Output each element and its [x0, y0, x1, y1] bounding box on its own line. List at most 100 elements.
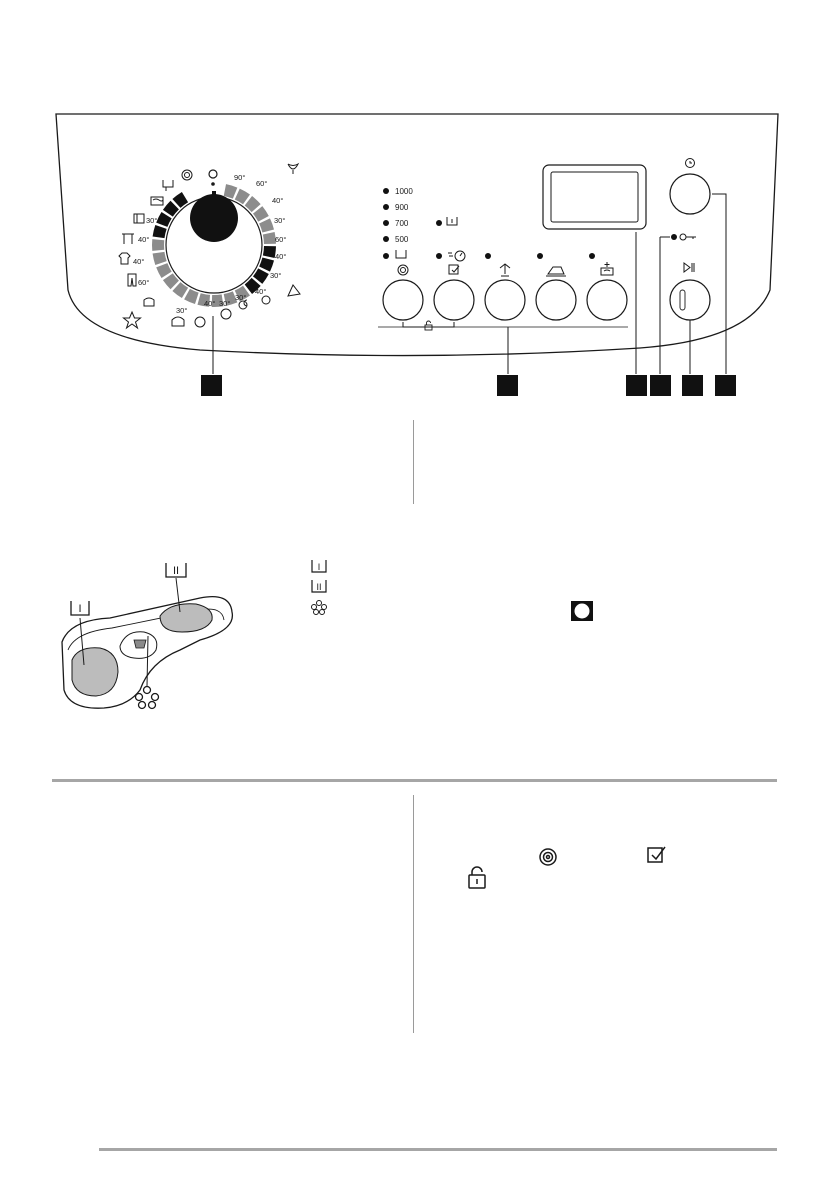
main-wash-legend-symbol: II: [311, 580, 327, 593]
column-divider: [413, 420, 414, 504]
dispenser-drawer-edge: [67, 608, 225, 651]
svg-text:40°: 40°: [204, 299, 215, 308]
softener-siphon: [133, 639, 147, 649]
drain-icon: [162, 180, 174, 191]
dial-ring-segment: [244, 277, 261, 294]
svg-text:40°: 40°: [275, 252, 286, 261]
dial-ring-segment: [252, 206, 269, 222]
softener-legend-symbol: [311, 600, 327, 615]
dial-temperature-labels: 90° 60° 40° 30° 60° 40° 30° 40° 30° 30° …: [133, 173, 286, 315]
dial-ring-segment: [156, 212, 172, 227]
rinse-hold-icon: [395, 250, 407, 259]
stain-icon: [647, 846, 666, 863]
delay-start-button[interactable]: [669, 158, 711, 215]
iron-icon: [546, 266, 566, 277]
callout-marker: [650, 375, 671, 396]
key-icon: [679, 233, 696, 241]
spin-900: 900: [395, 203, 409, 212]
silk-icon-2: [220, 308, 232, 320]
dial-ring-segment: [162, 200, 179, 217]
svg-text:60°: 60°: [138, 278, 149, 287]
svg-text:40°: 40°: [138, 235, 149, 244]
dial-ring-segment: [234, 285, 250, 302]
svg-text:I: I: [318, 562, 321, 572]
spiral-icon: [397, 264, 409, 276]
rinse-icon: [150, 196, 164, 206]
dial-ring-segment: [262, 246, 276, 259]
dial-ring-segment: [244, 196, 261, 213]
main-wash-compartment-label: II: [165, 563, 187, 578]
shirt-icon: [133, 213, 145, 224]
programme-symbols: [118, 162, 301, 330]
callout-marker: [715, 375, 736, 396]
clock-icon: [685, 158, 695, 168]
svg-text:60°: 60°: [275, 235, 286, 244]
svg-text:II: II: [316, 582, 321, 592]
callout-marker: [682, 375, 703, 396]
display: [542, 164, 647, 230]
start-pause-button[interactable]: [669, 262, 711, 321]
silk-icon: [194, 316, 206, 328]
compartment-prewash: [71, 647, 119, 697]
dial-ring-segment: [259, 218, 275, 233]
svg-text:30°: 30°: [274, 216, 285, 225]
stain-icon: [448, 264, 460, 275]
svg-text:I: I: [78, 603, 81, 615]
dial-ring-segment: [152, 225, 167, 239]
rinse-hold-button[interactable]: [484, 263, 526, 321]
spin-1000: 1000: [395, 187, 413, 196]
padlock-icon: [424, 320, 433, 331]
dial-ring-segment: [156, 263, 172, 278]
time-saver-icon: [448, 250, 466, 262]
dial-ring-segment: [152, 251, 167, 265]
svg-text:II: II: [173, 565, 179, 577]
padlock-icon: [468, 866, 486, 889]
dial-ring-segment: [223, 184, 238, 199]
svg-text:30°: 30°: [146, 216, 157, 225]
leaf-icon: [287, 162, 300, 174]
stains-button[interactable]: [433, 264, 475, 321]
dial-ring-segment: [234, 188, 250, 205]
dial-ring-segment: [172, 191, 189, 208]
spin-button[interactable]: [382, 264, 424, 321]
dial-ring-segment: [211, 294, 224, 307]
wool-icon: [171, 316, 185, 327]
hand-wash-icon: [143, 297, 155, 307]
dispenser-leader-lines: [79, 577, 181, 687]
triangle-icon: [287, 284, 301, 297]
option-buttons: [378, 262, 628, 331]
spin-700: 700: [395, 219, 409, 228]
svg-text:40°: 40°: [255, 287, 266, 296]
svg-text:60°: 60°: [256, 179, 267, 188]
column-divider: [413, 795, 414, 1033]
callout-marker: [201, 375, 222, 396]
flower-icon: [238, 299, 248, 310]
detergent-dispenser-diagram: I II I II: [61, 560, 593, 710]
dial-indicator: [212, 191, 216, 205]
programme-selector-dial[interactable]: [151, 169, 276, 307]
svg-text:40°: 40°: [133, 257, 144, 266]
dial-ring-segment: [252, 268, 269, 284]
svg-text:30°: 30°: [270, 271, 281, 280]
dial-off-mark: [208, 169, 218, 179]
start-pause-icon: [683, 262, 695, 273]
flower-icon: [134, 685, 160, 710]
snowflake-icon: [261, 295, 271, 305]
svg-text:30°: 30°: [176, 306, 187, 315]
easy-iron-button[interactable]: [535, 266, 577, 321]
spin-500: 500: [395, 235, 409, 244]
callout-markers: [201, 375, 736, 396]
extra-rinse-button[interactable]: [586, 262, 628, 321]
svg-text:40°: 40°: [272, 196, 283, 205]
inline-icons: [468, 846, 666, 889]
dial-ring-segment: [197, 293, 211, 307]
dial-ring: [151, 184, 276, 307]
dial-knob: [190, 194, 238, 242]
prewash-legend-symbol: I: [311, 560, 327, 573]
rinse-hold-icon: [499, 263, 511, 277]
max-level-marker-icon: [571, 601, 593, 621]
dial-ring-segment: [262, 231, 276, 244]
callout-marker: [626, 375, 647, 396]
svg-text:90°: 90°: [234, 173, 245, 182]
prewash-compartment-label: I: [70, 601, 90, 616]
